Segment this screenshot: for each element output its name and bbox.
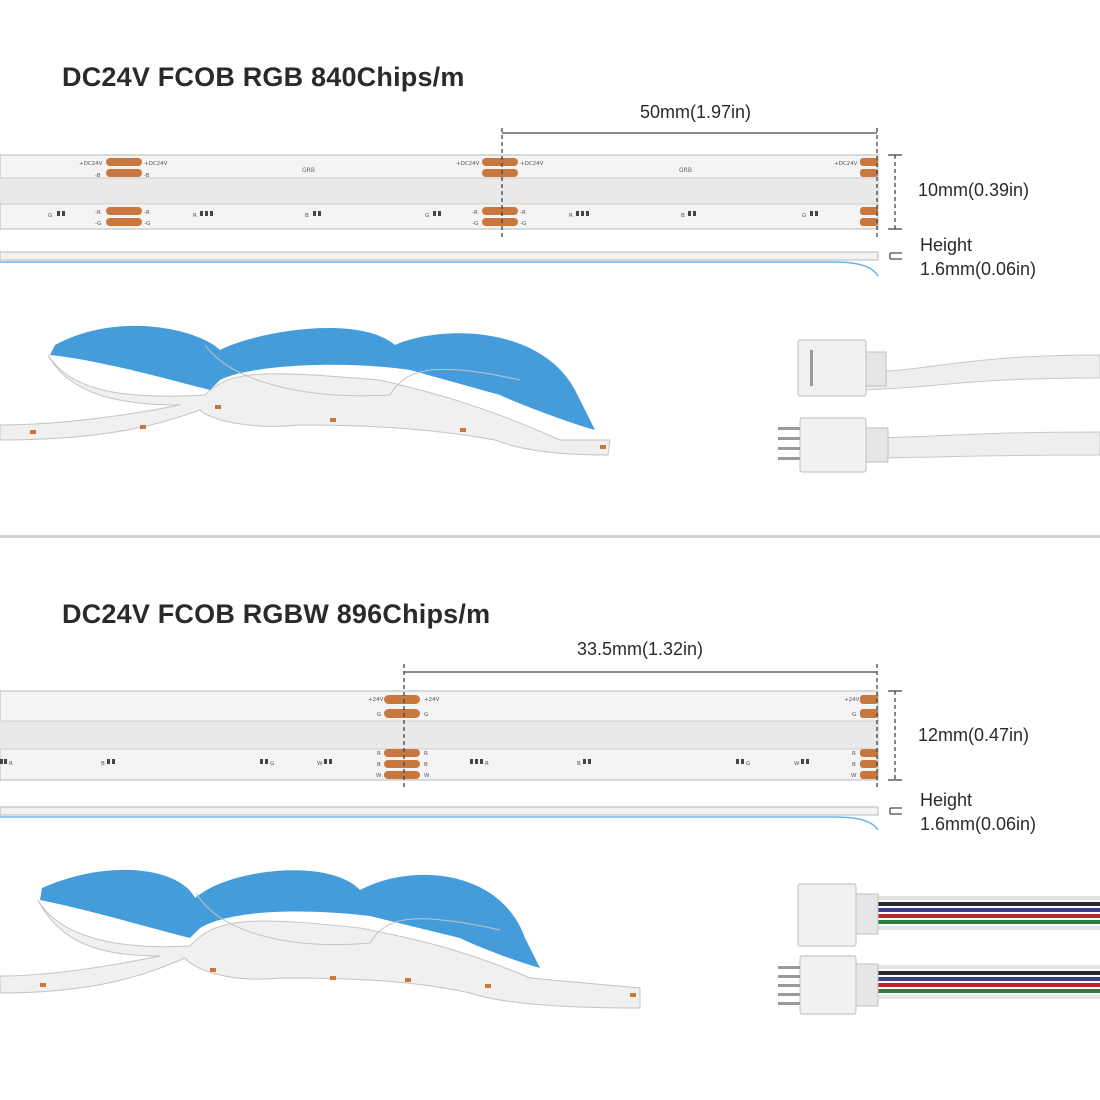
rgbw-connector-female xyxy=(797,883,1100,947)
rgbw-chip-letter-6: B xyxy=(577,761,581,767)
rgbw-pad-label-top-1: +24V xyxy=(368,697,384,703)
rgb-strip-phosphor-band xyxy=(0,178,878,204)
rgb-mid-label-2: GRB xyxy=(679,167,692,174)
rgb-strip-section: DC24V FCOB RGB 840Chips/m xyxy=(0,0,1100,535)
rgb-pad-label-bot-4: -G xyxy=(144,221,150,227)
rgbw-strip-phosphor-band xyxy=(0,721,878,749)
rgbw-height-value: 1.6mm(0.06in) xyxy=(920,814,1037,834)
rgbw-pad-label-top-3: +24V xyxy=(844,697,860,703)
rgbw-pad-label-bot-1: R xyxy=(377,751,381,757)
rgbw-pad-label-bot-9: W xyxy=(851,773,857,779)
rgbw-chip-letter-8: W xyxy=(794,761,800,767)
rgb-strip-title: DC24V FCOB RGB 840Chips/m xyxy=(62,62,465,92)
rgb-chip-letter-3: B xyxy=(305,213,309,219)
rgbw-chip-letter-1: R xyxy=(9,761,13,767)
rgb-pad-label-top-6: +DC24V xyxy=(520,161,544,167)
rgbw-chip-letter-5: R xyxy=(485,761,489,767)
rgb-height-value: 1.6mm(0.06in) xyxy=(920,259,1037,279)
rgb-pad-group-1 xyxy=(106,158,142,226)
rgb-height-title: Height xyxy=(920,235,973,255)
rgbw-strip-title: DC24V FCOB RGBW 896Chips/m xyxy=(62,599,491,629)
rgbw-connector-male xyxy=(778,955,1100,1015)
rgbw-strip-section: DC24V FCOB RGBW 896Chips/m xyxy=(0,538,1100,1100)
rgb-chip-letter-4: G xyxy=(425,213,429,219)
rgbw-width-label: 12mm(0.47in) xyxy=(918,725,1030,745)
rgb-strip-side-view xyxy=(0,251,879,261)
rgb-pad-group-3 xyxy=(860,158,878,226)
rgb-chip-letter-6: B xyxy=(681,213,685,219)
rgbw-chip-letter-4: W xyxy=(317,761,323,767)
rgb-pad-label-top-4: -B xyxy=(144,173,150,179)
rgbw-strip-side-view xyxy=(0,806,879,816)
rgb-pad-group-2 xyxy=(482,158,518,226)
rgb-connector-male xyxy=(778,417,1100,473)
rgb-pad-label-top-7: +DC24V xyxy=(834,161,858,167)
rgbw-pad-label-bot-6: B xyxy=(852,762,856,768)
rgb-pad-label-bot-2: -R xyxy=(144,210,150,216)
rgbw-pad-label-top-4: G xyxy=(377,712,381,718)
rgbw-pad-group-1 xyxy=(384,695,420,779)
rgb-width-label: 10mm(0.39in) xyxy=(918,180,1030,200)
rgbw-pad-label-bot-3: R xyxy=(852,751,856,757)
rgb-pad-label-bot-5: -R xyxy=(472,210,478,216)
rgb-pad-label-bot-6: -R xyxy=(520,210,526,216)
rgbw-pad-label-bot-7: W xyxy=(376,773,382,779)
rgb-pad-label-top-3: -B xyxy=(95,173,101,179)
rgb-pad-label-bot-3: -G xyxy=(95,221,101,227)
rgbw-pad-label-bot-8: W xyxy=(424,773,430,779)
rgb-pad-label-top-5: +DC24V xyxy=(456,161,480,167)
rgbw-pad-label-bot-4: B xyxy=(377,762,381,768)
rgbw-pad-label-top-2: +24V xyxy=(424,697,440,703)
rgb-chip-marks xyxy=(57,211,818,216)
rgbw-strip-coil-illustration xyxy=(0,869,641,1009)
rgbw-chip-letter-7: G xyxy=(746,761,750,767)
section-divider xyxy=(0,535,1100,538)
rgbw-pitch-label: 33.5mm(1.32in) xyxy=(577,639,704,659)
rgbw-pad-group-2 xyxy=(860,695,878,779)
rgb-mid-label-1: GRB xyxy=(302,167,315,174)
rgbw-strip-diagram: +24V +24V +24V G G G R R R B B B W W W R… xyxy=(0,664,1100,1015)
rgbw-pad-label-top-6: G xyxy=(852,712,856,718)
rgbw-pad-label-bot-5: B xyxy=(424,762,428,768)
rgb-strip-diagram: +DC24V +DC24V -B -B +DC24V +DC24V +DC24V… xyxy=(0,128,1100,473)
rgb-pad-label-bot-1: -R xyxy=(95,210,101,216)
rgbw-pad-label-top-5: G xyxy=(424,712,428,718)
rgb-pitch-label: 50mm(1.97in) xyxy=(640,102,752,122)
rgbw-chip-letter-2: B xyxy=(101,761,105,767)
rgb-chip-letter-1: G xyxy=(48,213,52,219)
rgb-connector-female xyxy=(797,339,1100,397)
rgb-chip-letter-2: R xyxy=(193,213,197,219)
rgbw-pad-label-bot-2: R xyxy=(424,751,428,757)
rgb-pad-label-top-2: +DC24V xyxy=(144,161,168,167)
rgb-pad-label-bot-7: -G xyxy=(472,221,478,227)
rgb-chip-letter-7: G xyxy=(802,213,806,219)
rgbw-height-title: Height xyxy=(920,790,973,810)
rgbw-chip-marks xyxy=(0,759,809,764)
rgbw-chip-letter-3: G xyxy=(270,761,274,767)
rgb-strip-coil-illustration xyxy=(0,325,611,456)
rgb-pad-label-top-1: +DC24V xyxy=(79,161,103,167)
rgb-pad-label-bot-8: -G xyxy=(520,221,526,227)
rgb-chip-letter-5: R xyxy=(569,213,573,219)
